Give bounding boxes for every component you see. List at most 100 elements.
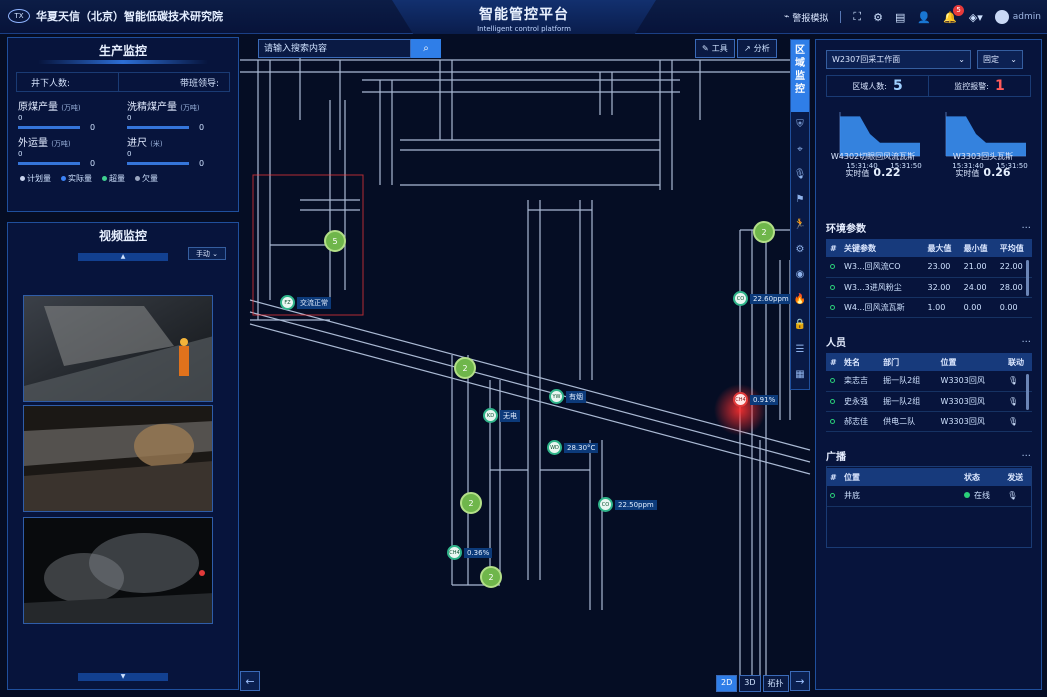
layers-icon[interactable]: ☰ (795, 344, 805, 355)
map-marker[interactable]: WD 28.30°C (547, 440, 599, 455)
user-menu[interactable]: admin (994, 10, 1041, 24)
person-run-icon[interactable]: 🏃 (793, 219, 807, 230)
chart-icon[interactable]: ▤ (895, 10, 906, 24)
marker-code: WD (547, 440, 562, 455)
video-title: 视频监控 (98, 229, 147, 243)
marker-label: 0.91% (750, 394, 779, 405)
user-icon[interactable]: 👤 (917, 10, 932, 24)
metric-actual-value: 0 (90, 159, 96, 168)
metric-label: 原煤产量 (18, 102, 58, 113)
microphone-icon[interactable]: 🎙 (1008, 396, 1019, 406)
people-more-button[interactable]: ... (1021, 334, 1031, 345)
alarm-sim-button[interactable]: ⌁ 警报模拟 (784, 11, 828, 24)
video-scroll-down[interactable]: ▼ (78, 673, 168, 681)
metric-plan-value: 0 (18, 150, 23, 158)
chevron-down-icon: ⌄ (212, 249, 219, 258)
marker-label: 28.30°C (564, 442, 599, 453)
sparkline-name: W4302切眼回风流瓦斯 (830, 152, 916, 161)
broadcast-table: # 位置 状态 发送 井底在线🎙 (826, 468, 1032, 507)
view-3d-button[interactable]: 3D (739, 675, 761, 692)
sparkline-name: W3303回头瓦斯 (952, 152, 1014, 161)
metric-shipping: 外运量 (万吨) 0 0 (18, 134, 119, 168)
video-feed[interactable] (23, 405, 213, 512)
tab-area-monitor[interactable]: 区域监控 (791, 40, 809, 112)
shift-leader-label: 带班领导: (117, 73, 230, 91)
marker-code: FZ (280, 295, 295, 310)
fullscreen-icon[interactable]: ⛶ (853, 10, 862, 23)
map-marker[interactable]: CO 22.50ppm (598, 497, 657, 512)
map-marker[interactable]: YW 有烟 (549, 389, 586, 404)
gear-icon[interactable]: ⚙ (873, 10, 883, 24)
microphone-icon[interactable]: 🎙 (1008, 416, 1019, 426)
cluster-badge[interactable]: 2 (454, 357, 476, 379)
map-marker-alarm[interactable]: CH4 0.91% (733, 392, 779, 407)
map-marker[interactable]: KD 无电 (483, 408, 520, 423)
video-feed[interactable] (23, 295, 213, 402)
location-icon[interactable]: ⌖ (797, 144, 803, 155)
microphone-icon[interactable]: 🎙 (1007, 491, 1018, 501)
people-scrollbar[interactable] (1026, 374, 1029, 410)
metric-bar (127, 162, 189, 165)
microphone-icon[interactable]: 🎙 (1008, 376, 1019, 386)
alarm-icon[interactable]: 🔔5 (943, 4, 964, 24)
search-bar: ⌕ (258, 39, 441, 58)
camera-image (24, 296, 212, 401)
marker-code: KD (483, 408, 498, 423)
analysis-button[interactable]: ↗分析 (737, 39, 777, 58)
metric-raw-coal: 原煤产量 (万吨) 0 0 (18, 98, 119, 132)
monitor-alarm-count: 1 (994, 78, 1005, 94)
paint-icon[interactable]: ◈▾ (968, 10, 983, 24)
broadcast-section-title: 广播 (826, 452, 846, 463)
video-mode-select[interactable]: 手动 ⌄ (188, 247, 226, 260)
grid-icon[interactable]: ▦ (795, 369, 805, 380)
sparkline-tick: 15:31:40 (952, 162, 983, 170)
side-tab-rail: 区域监控 ⛨ ⌖ 🎙 ⚑ 🏃 ⚙ ◉ 🔥 🔒 ☰ ▦ (790, 39, 810, 390)
cluster-badge[interactable]: 5 (324, 230, 346, 252)
env-more-button[interactable]: ... (1021, 220, 1031, 231)
video-scroll-up[interactable]: ▲ (78, 253, 168, 261)
microphone-icon[interactable]: 🎙 (793, 169, 807, 180)
cluster-badge[interactable]: 2 (460, 492, 482, 514)
lock-icon[interactable]: 🔒 (793, 319, 807, 330)
camera-image (24, 406, 212, 511)
view-2d-button[interactable]: 2D (716, 675, 738, 692)
alarm-sim-label: 警报模拟 (792, 13, 829, 24)
flag-icon[interactable]: ⚑ (795, 194, 805, 205)
cluster-badge[interactable]: 2 (753, 221, 775, 243)
header-tools: ⌁ 警报模拟 ⛶ ⚙ ▤ 👤 🔔5 ◈▾ admin (784, 4, 1041, 28)
search-button[interactable]: ⌕ (411, 39, 441, 58)
map-marker[interactable]: FZ 交流正常 (280, 295, 331, 310)
table-row[interactable]: 井底在线🎙 (826, 486, 1032, 507)
map-marker[interactable]: CH4 0.36% (447, 545, 493, 560)
tool-button[interactable]: ✎工具 (695, 39, 735, 58)
monitor-alarm: 监控报警:1 (928, 76, 1030, 96)
env-scrollbar[interactable] (1026, 260, 1029, 296)
search-input[interactable] (258, 39, 411, 58)
collapse-left-button[interactable]: ← (240, 671, 260, 691)
status-dot (830, 304, 835, 310)
video-feed[interactable] (23, 517, 213, 624)
broadcast-more-button[interactable]: ... (1021, 448, 1031, 459)
map-marker[interactable]: CO 22.60ppm (733, 291, 792, 306)
view-topology-button[interactable]: 拓扑 (762, 675, 789, 692)
target-icon[interactable]: ◉ (795, 269, 805, 280)
workface-select[interactable]: W2307回采工作面⌄ (826, 50, 971, 69)
collapse-right-button[interactable]: → (790, 671, 810, 691)
arrow-left-icon: ← (245, 674, 255, 688)
gear-icon[interactable]: ⚙ (795, 244, 805, 255)
cluster-badge[interactable]: 2 (480, 566, 502, 588)
chevron-down-icon: ⌄ (1010, 55, 1017, 64)
shield-icon[interactable]: ⛨ (796, 119, 804, 130)
area-stats: 区域人数:5 监控报警:1 (826, 75, 1031, 97)
mode-select[interactable]: 固定⌄ (977, 50, 1023, 69)
fire-icon[interactable]: 🔥 (793, 294, 807, 305)
